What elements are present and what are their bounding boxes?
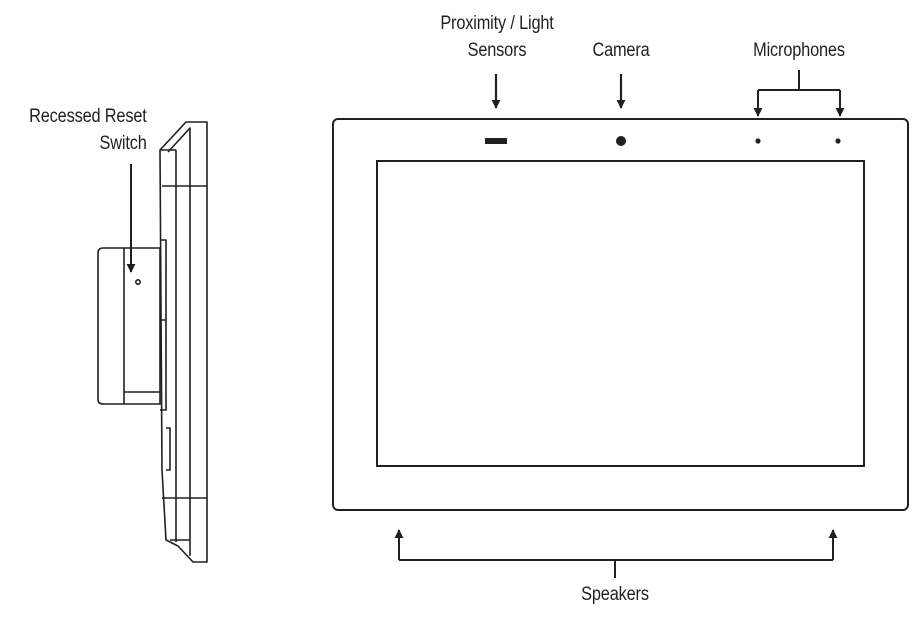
mounting-box bbox=[97, 247, 161, 405]
microphones-bracket bbox=[758, 70, 840, 91]
sensors-label-line1: Proximity / Light bbox=[440, 13, 554, 34]
camera-label-text: Camera bbox=[592, 40, 650, 61]
screen bbox=[376, 160, 865, 467]
front-bezel bbox=[332, 118, 909, 511]
sensors-label-line2: Sensors bbox=[467, 40, 527, 61]
reset-switch-label: Recessed Reset Switch bbox=[29, 103, 148, 157]
microphones-arrows bbox=[753, 70, 845, 117]
proximity-light-sensor bbox=[485, 138, 507, 144]
side-bezel-outline bbox=[159, 121, 208, 563]
lower-tab bbox=[166, 427, 171, 471]
speakers-label-text: Speakers bbox=[581, 584, 649, 605]
microphones-label: Microphones bbox=[739, 37, 859, 64]
side-bezel-chamfer-bottom bbox=[162, 497, 207, 541]
speakers-bracket bbox=[399, 559, 833, 578]
reset-switch-label-line2: Switch bbox=[99, 133, 147, 154]
camera-label: Camera bbox=[569, 37, 672, 64]
microphone-right bbox=[835, 138, 841, 144]
front-view bbox=[332, 118, 909, 511]
reset-switch-label-line1: Recessed Reset bbox=[29, 106, 148, 127]
microphone-left bbox=[755, 138, 761, 144]
reset-switch-hole bbox=[135, 278, 142, 285]
speakers-label: Speakers bbox=[563, 581, 666, 608]
sensors-label: Proximity / Light Sensors bbox=[411, 10, 583, 64]
camera-lens bbox=[616, 136, 626, 146]
speakers-arrows bbox=[394, 529, 838, 578]
side-bezel-inner bbox=[167, 127, 191, 556]
side-bezel-chamfer-top bbox=[160, 149, 207, 187]
microphones-label-text: Microphones bbox=[753, 40, 845, 61]
side-view bbox=[97, 121, 208, 563]
rear-flange bbox=[160, 239, 167, 411]
mounting-box-edge bbox=[123, 248, 160, 404]
